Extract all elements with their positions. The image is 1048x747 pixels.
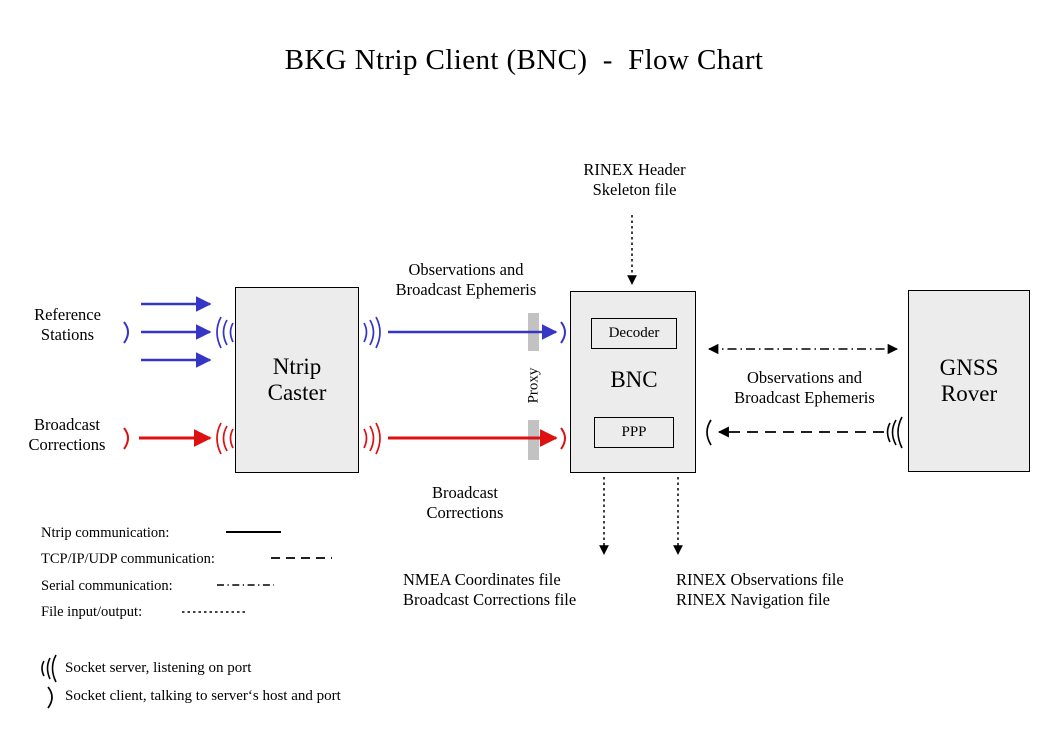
node-gnss-rover-label: GNSS Rover [940,355,999,407]
socket-server-icon-caster-right-red [363,422,381,455]
node-ntrip-caster-line2: Caster [267,380,327,405]
node-ntrip-caster-label: Ntrip Caster [268,354,327,406]
label-observations-ephemeris-caster-bnc: Observations and Broadcast Ephemeris [395,260,537,300]
node-bnc-ppp[interactable]: PPP [594,417,674,448]
socket-client-icon-bnc-observations [560,321,566,344]
label-reference-stations: Reference Stations [34,305,101,345]
node-ntrip-caster[interactable]: Ntrip Caster [235,287,359,473]
socket-server-icon-rover [886,416,903,449]
node-ntrip-caster-line1: Ntrip [272,354,322,380]
node-bnc[interactable]: Decoder BNC PPP [570,291,696,473]
label-rinex-header-skeleton: RINEX Header Skeleton file [583,160,686,200]
legend-socket-client-icon [47,686,53,709]
socket-client-icon-reference-stations [123,321,129,344]
node-gnss-rover-line2: Rover [940,381,998,406]
page-title: BKG Ntrip Client (BNC) - Flow Chart [284,44,764,76]
label-nmea-output-files: NMEA Coordinates file Broadcast Correcti… [403,570,577,610]
node-gnss-rover-line1: GNSS [939,355,999,381]
socket-server-icon-caster-left-red [216,422,234,455]
legend-item-file-input-output: File input/output: [41,604,143,620]
legend-item-tcpip-communication: TCP/IP/UDP communication: [41,551,215,567]
label-broadcast-corrections-input: Broadcast Corrections [28,415,106,455]
label-observations-ephemeris-bnc-rover: Observations and Broadcast Ephemeris [734,368,875,408]
arrow-reference-stations-to-caster [141,296,212,368]
legend-item-socket-server: Socket server, listening on port [65,660,252,676]
node-bnc-label: BNC [610,367,658,392]
node-bnc-decoder-label: Decoder [608,325,660,341]
socket-client-icon-broadcast-corrections [123,427,129,450]
legend-item-serial-communication: Serial communication: [41,578,173,594]
socket-server-icon-caster-left-blue [216,316,234,349]
node-bnc-ppp-label: PPP [621,424,647,440]
socket-server-icon-caster-right-blue [363,316,381,349]
legend-item-socket-client: Socket client, talking to server‘s host … [65,688,341,704]
legend-socket-server-icon [41,654,57,683]
node-gnss-rover[interactable]: GNSS Rover [908,290,1030,472]
proxy-bar-bottom [528,420,539,460]
label-rinex-output-files: RINEX Observations file RINEX Navigation… [676,570,844,610]
legend-item-ntrip-communication: Ntrip communication: [41,525,170,541]
socket-client-icon-bnc-corrections [560,427,566,450]
label-broadcast-corrections-caster-bnc: Broadcast Corrections [426,483,504,523]
node-bnc-decoder[interactable]: Decoder [591,318,677,349]
socket-client-icon-bnc-rover [706,419,712,446]
